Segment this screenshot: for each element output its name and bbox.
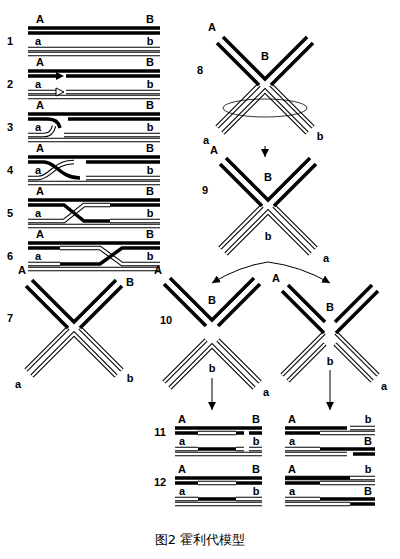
- strand-end-label: A: [36, 14, 44, 25]
- strand-end-label: B: [146, 186, 154, 197]
- strand-end-label: a: [203, 135, 209, 146]
- strand-end-label: a: [35, 165, 41, 176]
- figure-caption: 图2 霍利代模型: [155, 533, 245, 547]
- strand-end-label: B: [364, 436, 372, 447]
- strand-end-label: b: [127, 373, 134, 384]
- step-number: 4: [7, 165, 13, 176]
- strand-end-label: a: [323, 253, 329, 264]
- strand-end-label: A: [288, 414, 296, 425]
- strand-end-label: a: [35, 122, 41, 133]
- strand-end-label: b: [365, 414, 372, 425]
- strand-end-label: b: [365, 464, 372, 475]
- strand-end-label: B: [146, 229, 154, 240]
- strand-end-label: A: [154, 265, 162, 276]
- strand-end-label: b: [317, 131, 324, 142]
- strand-end-label: A: [36, 229, 44, 240]
- strand-end-label: a: [15, 379, 21, 390]
- strand-end-label: a: [263, 387, 269, 398]
- strand-end-label: B: [264, 172, 272, 183]
- strand-end-label: b: [265, 231, 272, 242]
- strand-end-label: B: [146, 57, 154, 68]
- strand-end-label: a: [35, 251, 41, 262]
- strand-end-label: B: [261, 51, 269, 62]
- strand-end-label: b: [253, 436, 260, 447]
- strand-end-label: b: [209, 363, 216, 374]
- step-number: 12: [154, 477, 166, 488]
- strand-end-label: A: [272, 273, 280, 284]
- step-number: 9: [202, 185, 208, 196]
- strand-end-label: B: [146, 143, 154, 154]
- strand-end-label: b: [147, 36, 154, 47]
- strand-end-label: a: [35, 36, 41, 47]
- step-number: 10: [160, 315, 172, 326]
- strand-end-label: A: [36, 100, 44, 111]
- strand-end-label: B: [252, 464, 260, 475]
- strand-end-label: B: [146, 100, 154, 111]
- strand-end-label: A: [18, 265, 26, 276]
- strand-end-label: B: [252, 414, 260, 425]
- strand-end-label: a: [381, 381, 387, 392]
- strand-end-label: b: [147, 251, 154, 262]
- strand-end-label: b: [147, 165, 154, 176]
- strand-end-label: b: [147, 122, 154, 133]
- strand-end-label: a: [179, 436, 185, 447]
- strand-end-label: B: [326, 302, 334, 313]
- step-number: 5: [7, 208, 13, 219]
- strand-end-label: B: [208, 295, 216, 306]
- strand-end-label: a: [289, 436, 295, 447]
- step-number: 11: [154, 427, 166, 438]
- strand-end-label: A: [178, 414, 186, 425]
- strand-end-label: A: [36, 143, 44, 154]
- step-number: 2: [7, 79, 13, 90]
- step-number: 7: [7, 313, 13, 324]
- step-number: 6: [7, 251, 13, 262]
- process-arrows: [212, 146, 330, 410]
- strand-end-label: A: [36, 186, 44, 197]
- strand-end-label: B: [364, 486, 372, 497]
- strand-end-label: b: [327, 356, 334, 367]
- strand-end-label: B: [146, 14, 154, 25]
- strand-end-label: A: [178, 464, 186, 475]
- step-number: 8: [197, 65, 203, 76]
- strand-end-label: B: [126, 277, 134, 288]
- black-strands: [26, 28, 378, 504]
- strand-end-label: b: [147, 208, 154, 219]
- strand-end-label: A: [36, 57, 44, 68]
- strand-end-label: a: [179, 486, 185, 497]
- strand-end-label: A: [208, 22, 216, 33]
- strand-end-label: A: [288, 464, 296, 475]
- strand-end-label: b: [253, 486, 260, 497]
- strand-end-label: b: [147, 79, 154, 90]
- strand-end-label: a: [35, 79, 41, 90]
- strand-end-label: a: [289, 486, 295, 497]
- strand-end-label: a: [35, 208, 41, 219]
- step-number: 3: [7, 122, 13, 133]
- cut-ellipse: [223, 99, 307, 117]
- step-number: 1: [7, 36, 13, 47]
- nick-arrowheads: [56, 72, 64, 96]
- strand-end-label: A: [210, 145, 218, 156]
